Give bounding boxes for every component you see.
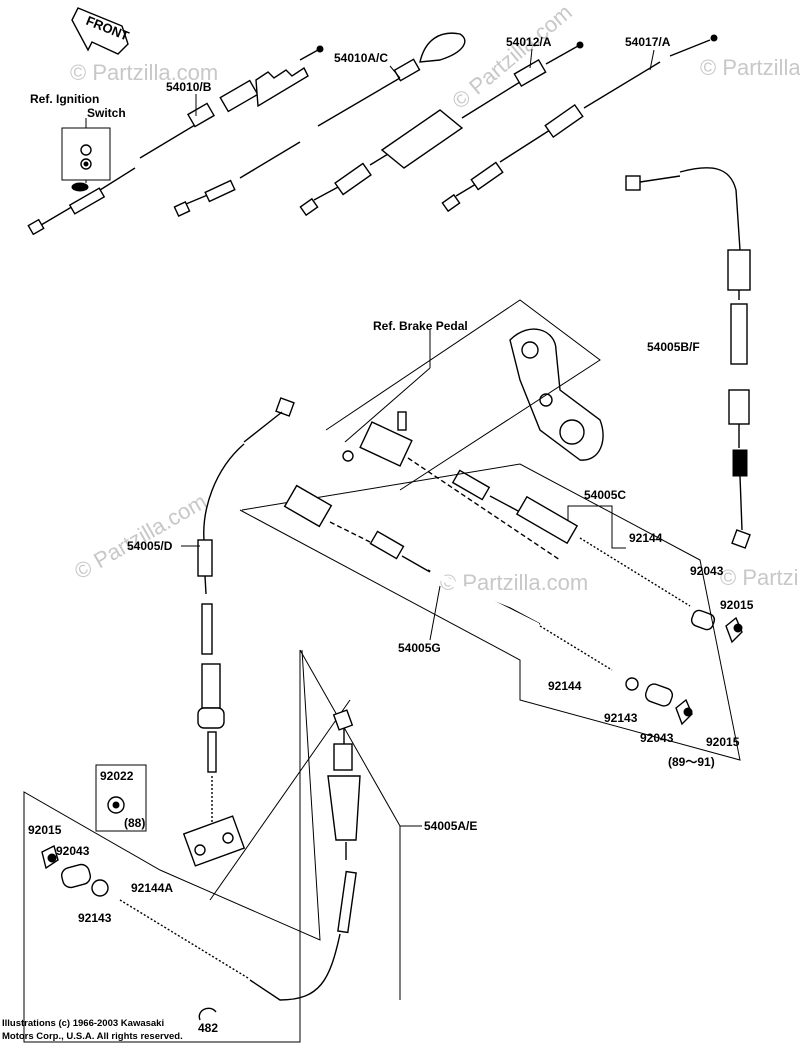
part-92043-g-label: 92043 bbox=[640, 731, 674, 745]
part-92143-l-label: 92143 bbox=[78, 911, 112, 925]
front-arrow-icon: FRONT bbox=[71, 7, 131, 55]
cable-54017a bbox=[441, 34, 718, 213]
watermark: © Partzilla.com bbox=[70, 489, 211, 585]
part-54005bf-label: 54005B/F bbox=[647, 340, 700, 354]
clip-482 bbox=[198, 1007, 217, 1021]
range-89-91-label: (89～91) bbox=[668, 755, 715, 769]
wing-nut-92015-l bbox=[41, 844, 59, 870]
ref-brake-pedal-label: Ref. Brake Pedal bbox=[373, 319, 468, 333]
watermark: © Partzilla.com bbox=[700, 55, 800, 80]
copyright-line-2: Motors Corp., U.S.A. All rights reserved… bbox=[2, 1031, 183, 1042]
part-92022-label: 92022 bbox=[100, 769, 134, 783]
part-54012a-label: 54012/A bbox=[506, 35, 552, 49]
cable-54005c bbox=[451, 469, 691, 607]
wing-nut-92015-c bbox=[725, 616, 743, 644]
part-54005ae-label: 54005A/E bbox=[424, 819, 477, 833]
part-92144-g-label: 92144 bbox=[548, 679, 582, 693]
ignition-switch-ref bbox=[61, 118, 111, 192]
watermark: © Partzilla.com bbox=[720, 565, 800, 590]
part-54010b-label: 54010/B bbox=[166, 80, 212, 94]
washer-92143-l bbox=[91, 879, 109, 897]
part-92144a-label: 92144A bbox=[131, 881, 173, 895]
part-92144-c-label: 92144 bbox=[629, 531, 663, 545]
part-92143-g-label: 92143 bbox=[604, 711, 638, 725]
ref-ignition-label-2: Switch bbox=[87, 106, 126, 120]
part-54005g-label: 54005G bbox=[398, 641, 441, 655]
part-92043-c-label: 92043 bbox=[690, 564, 724, 578]
washer-92143-g bbox=[625, 677, 639, 691]
part-54005c-label: 54005C bbox=[584, 488, 626, 502]
part-92043-l-label: 92043 bbox=[56, 844, 90, 858]
copyright-line-1: Illustrations (c) 1966-2003 Kawasaki bbox=[2, 1018, 164, 1029]
ref-ignition-label: Ref. Ignition bbox=[30, 92, 99, 106]
watermark: © Partzilla.com bbox=[70, 60, 218, 85]
part-54005d-label: 54005/D bbox=[127, 539, 173, 553]
cable-54005bf bbox=[625, 167, 751, 549]
note-88-label: (88) bbox=[124, 816, 145, 830]
cable-54010b bbox=[27, 45, 324, 236]
cable-54005g bbox=[283, 484, 613, 671]
nut-92043-l bbox=[60, 863, 92, 889]
part-54010ac-label: 54010A/C bbox=[334, 51, 388, 65]
wing-nut-92015-g bbox=[675, 698, 693, 726]
part-92015-c-label: 92015 bbox=[720, 598, 754, 612]
brake-pedal-ref bbox=[325, 299, 604, 561]
part-92015-l-label: 92015 bbox=[28, 823, 62, 837]
part-92015-g-label: 92015 bbox=[706, 735, 740, 749]
cable-54010ac bbox=[173, 32, 466, 217]
part-54017a-label: 54017/A bbox=[625, 35, 671, 49]
cable-54012a bbox=[299, 41, 584, 217]
cable-54005ae bbox=[119, 709, 361, 1001]
cable-54005d bbox=[182, 397, 295, 867]
nut-92043-g bbox=[644, 683, 674, 707]
part-482-label: 482 bbox=[198, 1021, 218, 1035]
washer-92022-box bbox=[95, 764, 147, 832]
nut-92043-c bbox=[690, 609, 716, 631]
